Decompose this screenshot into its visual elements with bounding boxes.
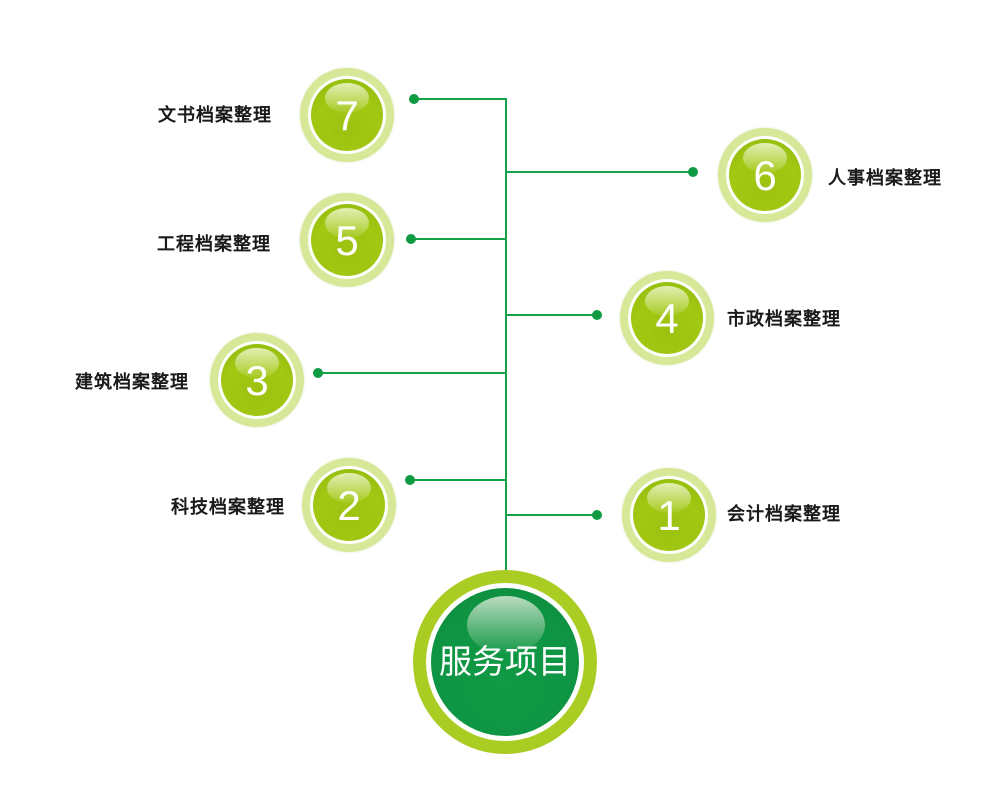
node-number: 5: [335, 217, 359, 264]
connector-dot-6: [688, 167, 698, 177]
branch-line-7: [414, 98, 507, 100]
node-number: 3: [245, 357, 269, 404]
hub-title: 服务项目: [439, 642, 571, 681]
node-number: 2: [337, 482, 361, 529]
branch-line-6: [507, 171, 693, 173]
label-6: 人事档案整理: [828, 168, 942, 189]
connector-dot-1: [592, 510, 602, 520]
branch-line-4: [507, 314, 597, 316]
branch-line-1: [507, 514, 597, 516]
node-badge: 3: [221, 344, 293, 416]
connector-dot-3: [313, 368, 323, 378]
label-4: 市政档案整理: [727, 309, 841, 330]
trunk-line: [505, 99, 507, 571]
node-4: 4: [620, 271, 714, 365]
gloss-highlight: [235, 348, 279, 378]
gloss-highlight: [645, 286, 689, 316]
connector-dot-7: [409, 94, 419, 104]
node-badge: 6: [729, 139, 801, 211]
node-3: 3: [210, 333, 304, 427]
branch-line-3: [318, 372, 506, 374]
node-7: 7: [300, 68, 394, 162]
node-number: 1: [657, 492, 681, 539]
node-badge: 7: [311, 79, 383, 151]
node-badge: 5: [311, 204, 383, 276]
gloss-highlight: [467, 596, 545, 654]
gloss-highlight: [647, 483, 691, 513]
label-5: 工程档案整理: [157, 234, 271, 255]
node-badge: 4: [631, 282, 703, 354]
gloss-highlight: [325, 83, 369, 113]
hub-badge: 服务项目: [431, 588, 579, 736]
branch-line-2: [410, 479, 506, 481]
node-number: 4: [655, 295, 679, 342]
node-6: 6: [718, 128, 812, 222]
center-hub: 服务项目: [413, 570, 597, 754]
connector-dot-4: [592, 310, 602, 320]
branch-line-5: [411, 238, 506, 240]
label-2: 科技档案整理: [171, 497, 285, 518]
node-5: 5: [300, 193, 394, 287]
label-3: 建筑档案整理: [75, 372, 189, 393]
node-badge: 1: [633, 479, 705, 551]
gloss-highlight: [327, 473, 371, 503]
label-7: 文书档案整理: [158, 105, 272, 126]
node-badge: 2: [313, 469, 385, 541]
node-number: 7: [335, 92, 359, 139]
node-number: 6: [753, 152, 777, 199]
node-2: 2: [302, 458, 396, 552]
node-1: 1: [622, 468, 716, 562]
connector-dot-5: [406, 234, 416, 244]
label-1: 会计档案整理: [727, 504, 841, 525]
gloss-highlight: [325, 208, 369, 238]
gloss-highlight: [743, 143, 787, 173]
connector-dot-2: [405, 475, 415, 485]
